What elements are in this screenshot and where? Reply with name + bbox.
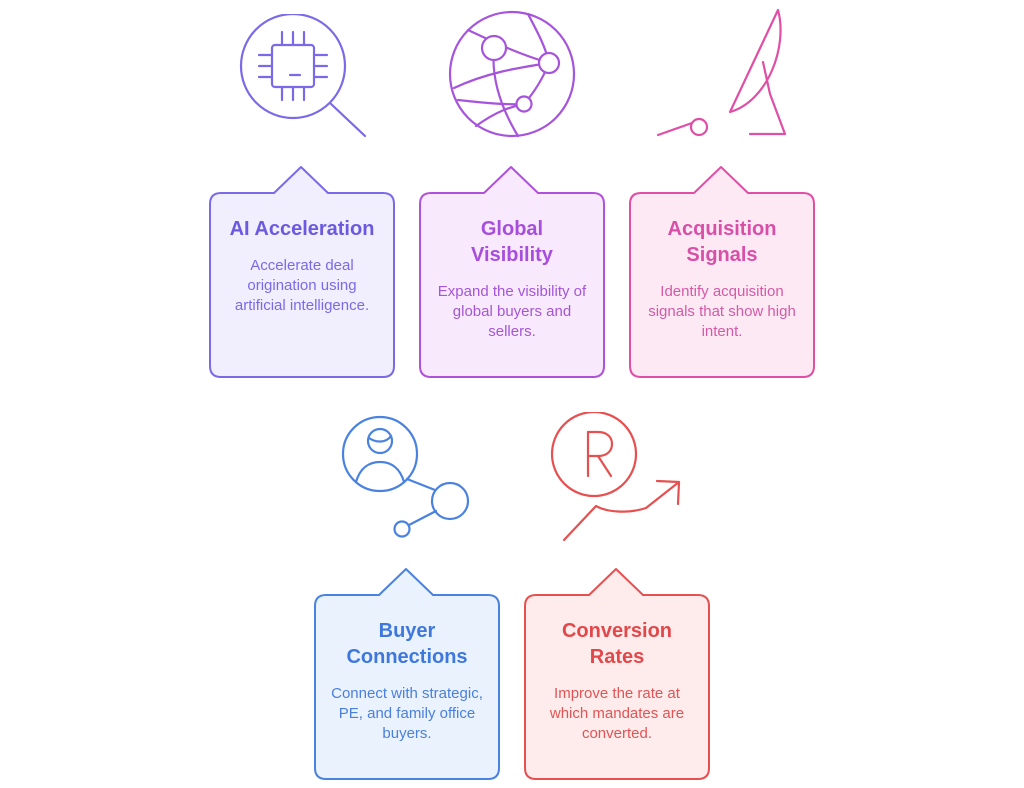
card-title: Global Visibility <box>471 218 553 266</box>
card-acquisition-signals: Acquisition Signals Identify acquisition… <box>629 166 815 378</box>
card-conversion-rates: Conversion Rates Improve the rate at whi… <box>524 568 710 780</box>
card-description: Accelerate deal origination using artifi… <box>234 257 370 314</box>
card-description: Connect with strategic, PE, and family o… <box>331 685 483 742</box>
card-callout-box <box>314 568 500 780</box>
globe-network-icon <box>448 10 576 138</box>
card-ai-acceleration: AI Acceleration Accelerate deal originat… <box>209 166 395 378</box>
user-network-icon <box>341 415 470 538</box>
card-title: Acquisition Signals <box>667 218 777 266</box>
card-title: Buyer Connections <box>346 620 468 668</box>
card-description: Improve the rate at which mandates are c… <box>549 685 685 742</box>
card-description: Identify acquisition signals that show h… <box>648 283 796 340</box>
card-callout-box <box>629 166 815 378</box>
ai-chip-search-icon <box>239 14 367 138</box>
card-global-visibility: Global Visibility Expand the visibility … <box>419 166 605 378</box>
card-title: AI Acceleration <box>229 218 375 240</box>
card-callout-box <box>209 166 395 378</box>
satellite-dish-icon <box>656 8 787 137</box>
card-callout-box <box>524 568 710 780</box>
growth-arrow-icon <box>550 412 681 542</box>
card-buyer-connections: Buyer Connections Connect with strategic… <box>314 568 500 780</box>
card-description: Expand the visibility of global buyers a… <box>437 283 587 340</box>
card-callout-box <box>419 166 605 378</box>
card-title: Conversion Rates <box>561 620 673 668</box>
